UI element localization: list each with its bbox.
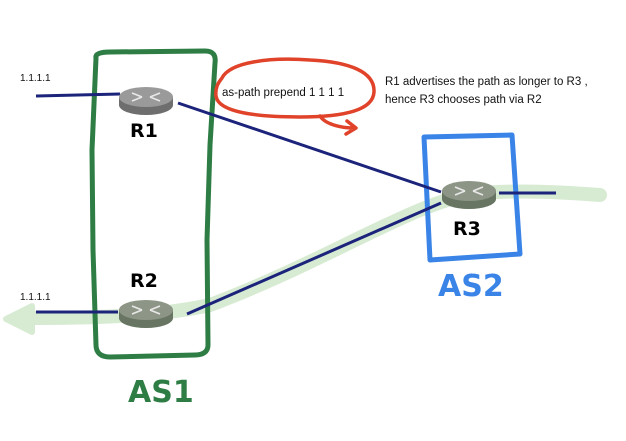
router-r2-icon xyxy=(131,305,161,315)
router-r3[interactable] xyxy=(442,181,496,209)
router-r1-icon xyxy=(131,92,161,102)
as2-label: AS2 xyxy=(438,269,504,304)
router-r3-label: R3 xyxy=(453,218,481,240)
router-r2[interactable] xyxy=(119,300,173,328)
as2-boundary xyxy=(421,132,523,263)
r2-prefix-label: 1.1.1.1 xyxy=(20,292,51,303)
link-r2-r3 xyxy=(186,201,442,316)
router-r1-label: R1 xyxy=(130,120,158,142)
router-r3-icon xyxy=(454,186,484,196)
as1-label: AS1 xyxy=(128,375,194,410)
callout-text: as-path prepend 1 1 1 1 xyxy=(222,87,344,99)
preferred-path-arrowhead xyxy=(3,303,35,335)
callout-ellipse xyxy=(214,57,376,119)
router-r2-label: R2 xyxy=(130,270,158,292)
link-r1-r3 xyxy=(177,101,442,194)
r1-prefix-link xyxy=(35,92,121,98)
r1-prefix-label: 1.1.1.1 xyxy=(20,73,51,84)
as1-boundary xyxy=(89,48,218,360)
callout-arrow xyxy=(318,114,358,136)
router-r1[interactable] xyxy=(119,87,173,115)
note-line-2: hence R3 chooses path via R2 xyxy=(385,94,542,106)
note-line-1: R1 advertises the path as longer to R3 , xyxy=(385,76,588,88)
